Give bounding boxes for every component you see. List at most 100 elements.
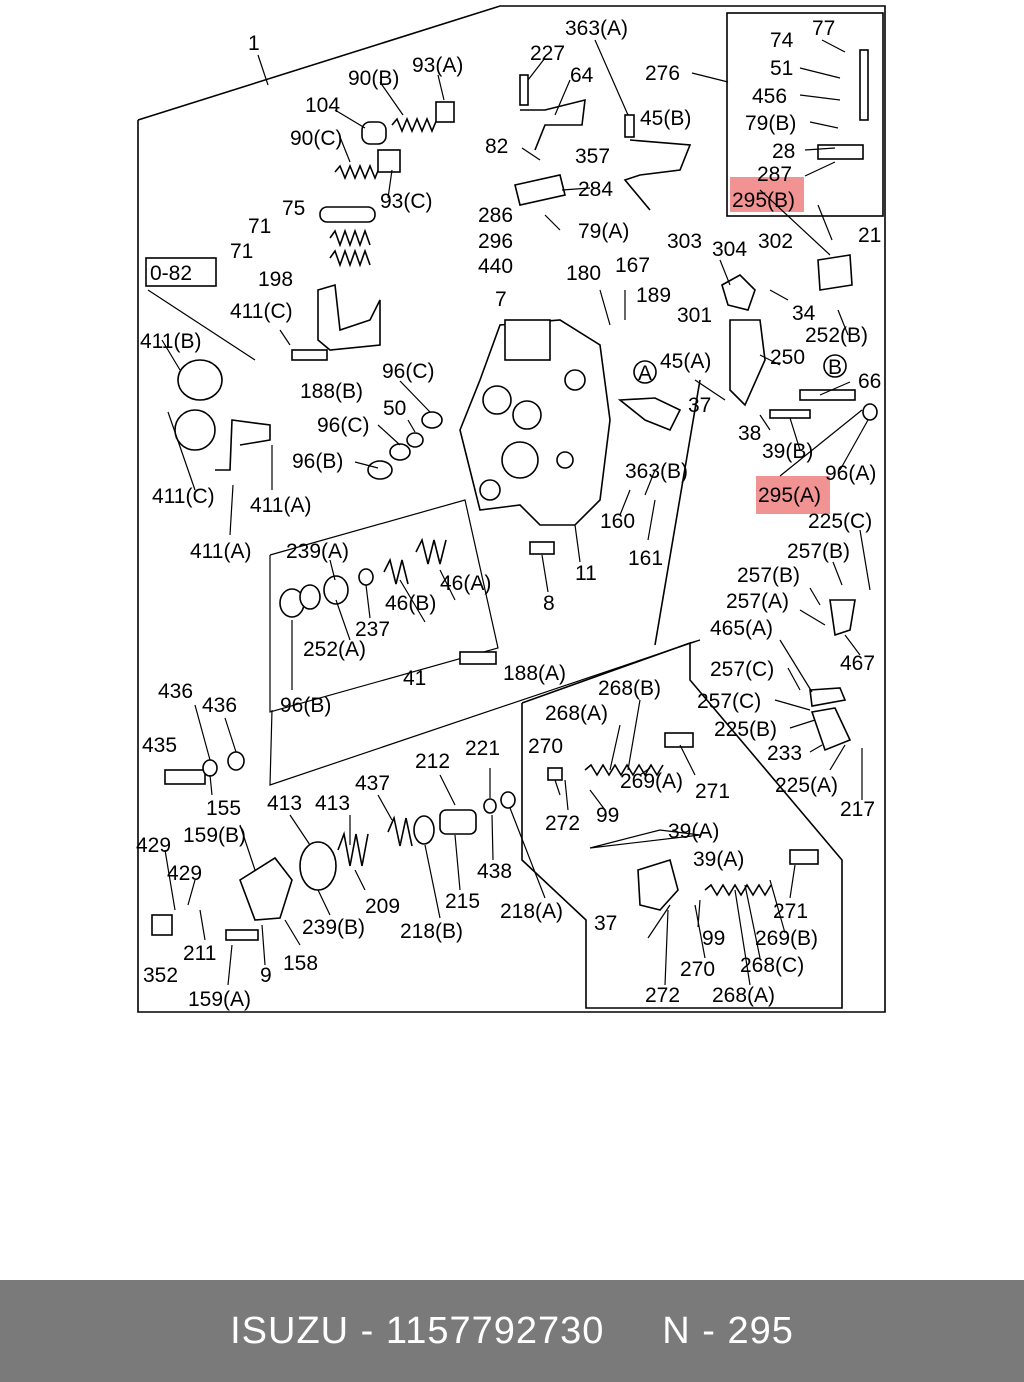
label-46b: 46(B) bbox=[385, 592, 436, 615]
label-465a: 465(A) bbox=[710, 617, 773, 640]
inset-box-lower bbox=[521, 641, 843, 1009]
label-34: 34 bbox=[792, 302, 816, 325]
main-frame bbox=[137, 5, 886, 1013]
washer-96c-1 bbox=[421, 411, 443, 429]
exploded-view-svg: 1 0-82 363(A) 227 64 276 93(A) 90(B) 104… bbox=[136, 5, 886, 1013]
footer-separator: - bbox=[349, 1309, 386, 1352]
label-159a: 159(A) bbox=[188, 988, 251, 1011]
label-225b: 225(B) bbox=[714, 718, 777, 741]
housing-bore-3 bbox=[501, 441, 539, 479]
washer-436-2 bbox=[227, 751, 245, 771]
lever-64 bbox=[520, 98, 586, 151]
bolt-363a bbox=[624, 114, 635, 138]
stud-188b bbox=[291, 349, 328, 361]
label-276: 276 bbox=[645, 62, 680, 85]
spring-71b bbox=[329, 248, 371, 268]
label-96b-2: 96(B) bbox=[280, 694, 331, 717]
cover-158 bbox=[239, 856, 293, 921]
actuator-upper bbox=[177, 359, 223, 401]
label-28: 28 bbox=[772, 140, 795, 163]
label-160: 160 bbox=[600, 510, 635, 533]
label-99b: 99 bbox=[702, 927, 725, 950]
label-268a-2: 268(A) bbox=[712, 984, 775, 1007]
label-237: 237 bbox=[355, 618, 390, 641]
label-93a: 93(A) bbox=[412, 54, 463, 77]
label-104: 104 bbox=[305, 94, 340, 117]
label-295b: 295(B) bbox=[732, 189, 795, 212]
lever-45a bbox=[617, 397, 682, 432]
callout-circle-b bbox=[823, 354, 847, 378]
label-211: 211 bbox=[183, 942, 216, 965]
housing-bore-5 bbox=[479, 479, 501, 501]
label-271a: 271 bbox=[695, 780, 730, 803]
shaft-39b bbox=[769, 409, 811, 419]
label-301: 301 bbox=[677, 304, 712, 327]
spring-90c bbox=[334, 163, 381, 181]
label-303: 303 bbox=[667, 230, 702, 253]
bracket-21 bbox=[817, 254, 853, 291]
label-411a-1: 411(A) bbox=[250, 494, 311, 517]
label-295a: 295(A) bbox=[758, 484, 821, 507]
label-188a: 188(A) bbox=[503, 662, 566, 685]
label-271b: 271 bbox=[773, 900, 808, 923]
spring-268c bbox=[704, 883, 772, 897]
screw-271a bbox=[664, 732, 694, 748]
housing-bore-1 bbox=[482, 385, 512, 415]
label-413-2: 413 bbox=[315, 792, 350, 815]
label-9: 9 bbox=[260, 964, 272, 987]
label-363a: 363(A) bbox=[565, 17, 628, 40]
spring-46b bbox=[383, 557, 409, 585]
label-270a: 270 bbox=[528, 735, 563, 758]
label-66: 66 bbox=[858, 370, 881, 393]
nut-218a bbox=[500, 791, 516, 809]
label-167: 167 bbox=[615, 254, 650, 277]
label-74: 74 bbox=[770, 29, 794, 52]
label-436-2: 436 bbox=[202, 694, 237, 717]
label-155: 155 bbox=[206, 797, 241, 820]
label-269a: 269(A) bbox=[620, 770, 683, 793]
label-215: 215 bbox=[445, 890, 480, 913]
label-39a-2: 39(A) bbox=[693, 848, 744, 871]
bolt-227 bbox=[519, 74, 529, 106]
label-363b: 363(B) bbox=[625, 460, 688, 483]
leader-lines bbox=[147, 39, 871, 986]
label-1: 1 bbox=[248, 32, 260, 55]
label-268b: 268(B) bbox=[598, 677, 661, 700]
diaphragm-413 bbox=[299, 841, 337, 891]
footer-gap bbox=[604, 1310, 662, 1352]
label-257b-1: 257(B) bbox=[787, 540, 850, 563]
part-number: 1157792730 bbox=[385, 1309, 605, 1352]
nut-93a bbox=[435, 101, 455, 123]
footer-text: ISUZU - 1157792730 N - 295 bbox=[230, 1310, 794, 1353]
spring-437 bbox=[387, 815, 413, 847]
pin-77 bbox=[859, 49, 869, 121]
actuator-bracket bbox=[215, 419, 271, 471]
label-272a: 272 bbox=[545, 812, 580, 835]
label-257c-1: 257(C) bbox=[710, 658, 774, 681]
label-257a: 257(A) bbox=[726, 590, 789, 613]
label-435: 435 bbox=[142, 734, 177, 757]
lever-233 bbox=[810, 707, 852, 752]
label-268c: 268(C) bbox=[740, 954, 804, 977]
label-436-1: 436 bbox=[158, 680, 193, 703]
group-bracket-413 bbox=[269, 639, 701, 786]
label-79b: 79(B) bbox=[745, 112, 796, 135]
lever-45b bbox=[623, 139, 692, 211]
brand-name: ISUZU bbox=[230, 1309, 350, 1352]
washer-96b bbox=[367, 460, 393, 480]
label-233: 233 bbox=[767, 742, 802, 765]
label-180: 180 bbox=[566, 262, 601, 285]
label-239b: 239(B) bbox=[302, 916, 365, 939]
label-99a: 99 bbox=[596, 804, 619, 827]
lever-assembly-38 bbox=[729, 319, 766, 407]
label-221: 221 bbox=[465, 737, 500, 760]
shaft-66 bbox=[799, 389, 856, 401]
bolt-435 bbox=[164, 769, 206, 785]
pin-75 bbox=[319, 206, 376, 223]
label-413-1: 413 bbox=[267, 792, 302, 815]
label-239a: 239(A) bbox=[286, 540, 349, 563]
label-302: 302 bbox=[758, 230, 793, 253]
bolt-8 bbox=[529, 541, 555, 555]
label-287: 287 bbox=[757, 163, 792, 186]
label-429-2: 429 bbox=[167, 862, 202, 885]
